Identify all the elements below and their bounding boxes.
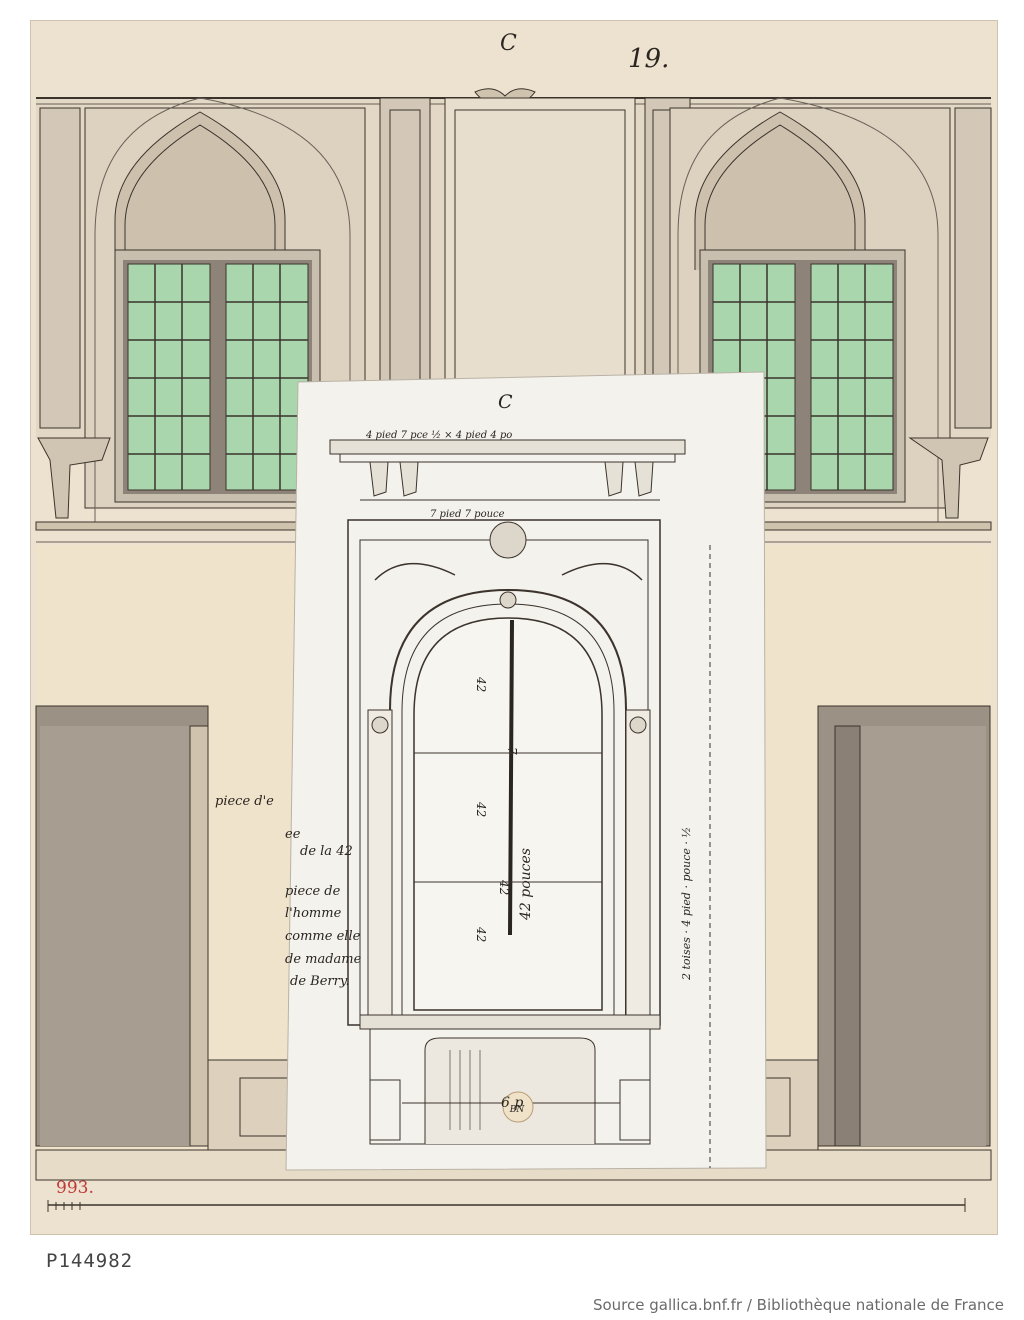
- left-window: [114, 249, 321, 503]
- margin-note-3: de la 42: [300, 844, 353, 859]
- margin-note-2: ee: [285, 827, 301, 842]
- section-letter: C: [500, 31, 517, 56]
- height-dimension: 2 toises · 4 pied · pouce · ½: [680, 827, 693, 981]
- architectural-drawing-sheet: C 19. C 4 pied 7 pce ½ × 4 pied 4 po 7 p…: [30, 20, 998, 1235]
- scale-bar: [47, 1198, 966, 1212]
- flap-section-letter: C: [498, 391, 513, 413]
- mirror-width-3: 42: [497, 879, 511, 895]
- cornice-dimension: 4 pied 7 pce ½ × 4 pied 4 po: [365, 430, 512, 441]
- mirror-width-1: 42: [474, 676, 488, 692]
- width-dimension: 7 pied 7 pouce: [430, 509, 505, 520]
- hearth-dimension: 6 p: [501, 1095, 523, 1111]
- margin-note-6: comme elle: [285, 929, 361, 944]
- stamp-mark: BN: [509, 1105, 526, 1115]
- margin-notes: piece d'e ee de la 42 piece de l'homme c…: [215, 794, 362, 989]
- margin-note-7: de madame: [285, 952, 362, 967]
- page-number: 19.: [628, 44, 669, 74]
- mirror-width-2: 42: [474, 801, 488, 817]
- margin-note-1: piece d'e: [215, 794, 274, 809]
- mount-identifier: P144982: [46, 1250, 134, 1272]
- mirror-width-4: 42: [474, 926, 488, 942]
- source-credit[interactable]: Source gallica.bnf.fr / Bibliothèque nat…: [592, 1296, 1004, 1314]
- margin-note-8: de Berry.: [290, 974, 350, 989]
- mirror-length-label: 42 pouces: [518, 848, 534, 921]
- right-doorway: [817, 705, 991, 1147]
- library-stamp: [502, 1091, 534, 1123]
- left-bracket: [37, 437, 111, 519]
- margin-note-4: piece de: [285, 884, 341, 899]
- mirror-height-1: 7: [505, 747, 519, 755]
- margin-note-5: l'homme: [285, 906, 342, 921]
- left-doorway: [35, 705, 209, 1147]
- mantelpiece-flap: [285, 371, 767, 1171]
- inventory-number: 993.: [56, 1178, 94, 1198]
- right-bracket: [908, 437, 989, 519]
